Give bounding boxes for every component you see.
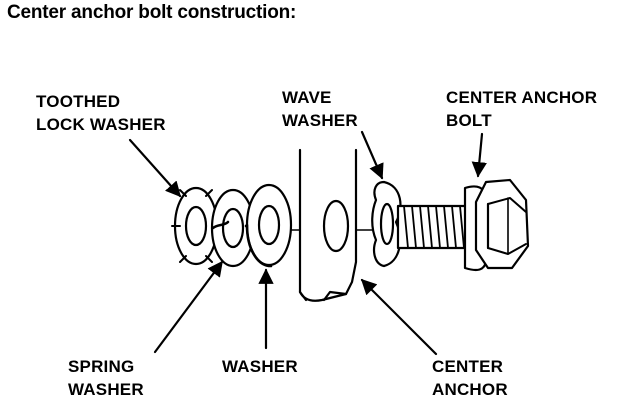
center-anchor-leader xyxy=(360,278,438,356)
center-anchor-bracket xyxy=(298,148,358,302)
toothed-lock-washer xyxy=(171,186,221,266)
label-toothed-lock-washer: TOOTHED LOCK WASHER xyxy=(36,92,166,134)
spring-washer-leader xyxy=(153,260,224,354)
center-anchor-bolt-leader xyxy=(471,132,487,178)
label-center-anchor-bolt: CENTER ANCHOR BOLT xyxy=(446,88,598,130)
flat-washer xyxy=(245,183,293,268)
center-anchor-bolt xyxy=(396,178,530,272)
wave-washer-leader xyxy=(360,130,384,180)
label-washer: WASHER xyxy=(222,357,298,376)
page-title: Center anchor bolt construction: xyxy=(7,2,297,23)
wave-washer xyxy=(371,180,402,268)
label-spring-washer: SPRING WASHER xyxy=(68,357,144,399)
toothed-lock-washer-leader xyxy=(128,138,182,198)
label-wave-washer: WAVE WASHER xyxy=(282,88,358,130)
label-center-anchor: CENTER ANCHOR xyxy=(432,357,508,399)
